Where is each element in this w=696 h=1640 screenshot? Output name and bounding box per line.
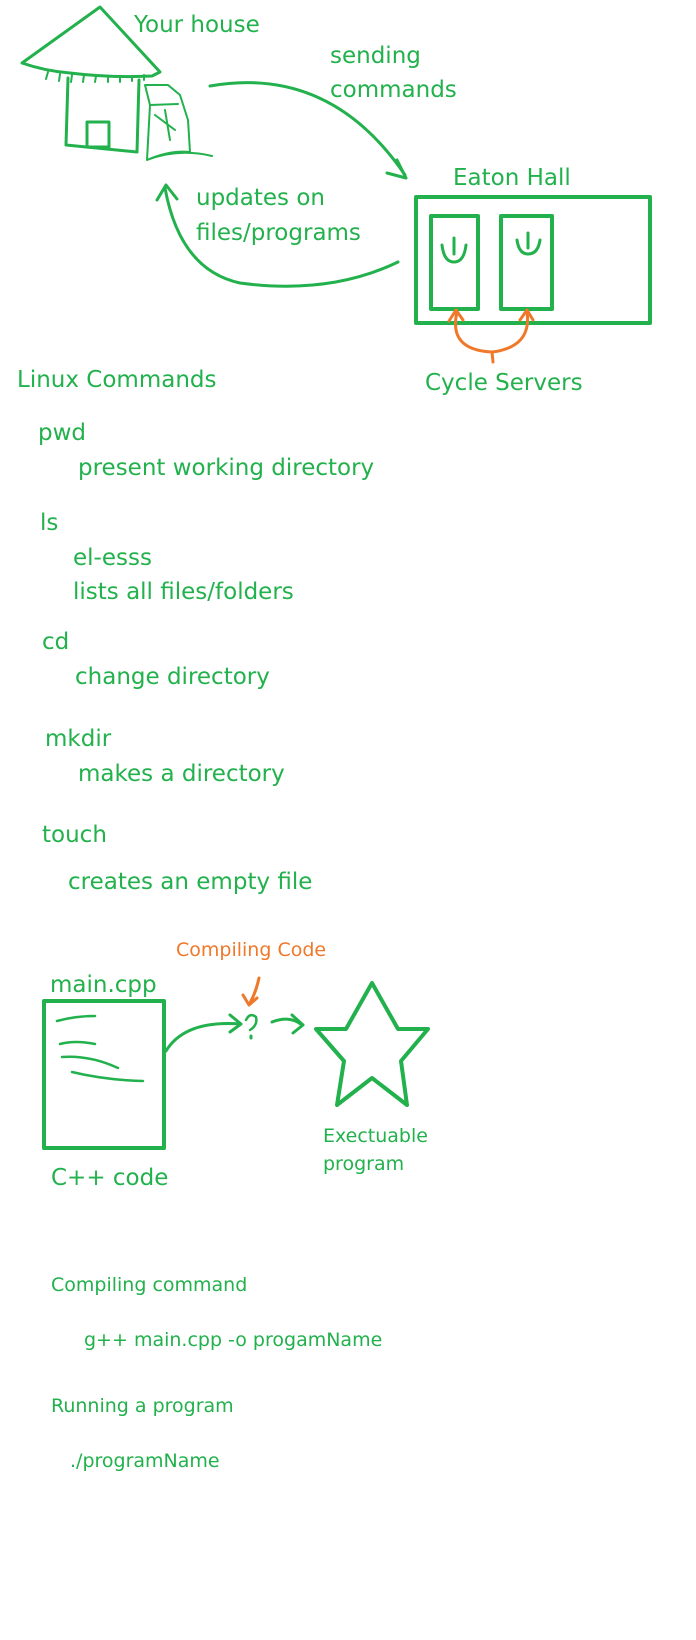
command-name: mkdir xyxy=(45,726,112,752)
command-name: ls xyxy=(40,510,59,536)
house-door xyxy=(85,120,111,149)
compile-flow xyxy=(164,1013,305,1053)
house-drawing xyxy=(20,5,213,161)
server-2-power-icon xyxy=(515,231,542,256)
compiling-command: g++ main.cpp -o progamName xyxy=(84,1329,383,1351)
sending-arrow-line xyxy=(208,81,407,177)
sending-arrow-head xyxy=(385,158,408,180)
house-roof xyxy=(20,5,162,79)
command-description: lists all files/folders xyxy=(73,579,294,605)
running-heading: Running a program xyxy=(51,1395,234,1417)
command-description: creates an empty file xyxy=(68,869,313,895)
house-wall xyxy=(64,76,141,154)
command-name: touch xyxy=(42,822,107,848)
compile-input-arrow xyxy=(164,1022,242,1053)
house-porch xyxy=(144,84,213,161)
house-label: Your house xyxy=(134,12,260,38)
compiling-code-label: Compiling Code xyxy=(176,939,327,961)
executable-label-line1: Exectuable xyxy=(323,1125,428,1147)
server-1-power-icon xyxy=(440,236,468,264)
file-label: main.cpp xyxy=(50,972,157,998)
server-1-box xyxy=(429,214,480,311)
updates-arrow xyxy=(155,183,400,288)
roof-fringe xyxy=(45,71,145,83)
command-name: pwd xyxy=(38,420,87,446)
compiling-pointer xyxy=(241,976,261,1007)
executable-star-icon xyxy=(314,981,430,1107)
command-description: change directory xyxy=(75,664,270,690)
code-scribble xyxy=(55,1014,145,1083)
hall-label: Eaton Hall xyxy=(453,165,571,191)
server-2-box xyxy=(499,214,554,311)
servers-pointer-head-1 xyxy=(447,308,465,323)
compile-output-arrow-head xyxy=(290,1013,305,1035)
executable-label-line2: program xyxy=(323,1153,405,1175)
eaton-hall-box xyxy=(414,195,652,325)
updates-label-line2: files/programs xyxy=(196,220,361,246)
servers-label: Cycle Servers xyxy=(425,370,583,396)
servers-pointer-line xyxy=(454,310,530,364)
updates-arrow-head xyxy=(155,183,179,202)
running-command: ./programName xyxy=(70,1450,220,1472)
compiling-command-heading: Compiling command xyxy=(51,1274,248,1296)
source-file-box xyxy=(42,999,166,1150)
updates-label-line1: updates on xyxy=(196,185,325,211)
servers-pointer xyxy=(447,308,535,364)
sending-label-line1: sending xyxy=(330,43,421,69)
command-description: present working directory xyxy=(78,455,375,481)
command-name: cd xyxy=(42,629,70,655)
servers-pointer-head-2 xyxy=(518,308,535,322)
sending-label-line2: commands xyxy=(330,77,457,103)
source-file-drawing xyxy=(42,999,166,1150)
updates-arrow-line xyxy=(163,186,400,288)
commands-heading: Linux Commands xyxy=(17,367,217,393)
sending-arrow xyxy=(208,81,408,180)
eaton-hall-drawing xyxy=(414,195,652,325)
compile-input-arrow-head xyxy=(228,1013,243,1034)
command-pronunciation: el-esss xyxy=(73,545,152,571)
code-label: C++ code xyxy=(51,1165,169,1191)
question-mark xyxy=(244,1013,258,1032)
command-description: makes a directory xyxy=(78,761,285,787)
